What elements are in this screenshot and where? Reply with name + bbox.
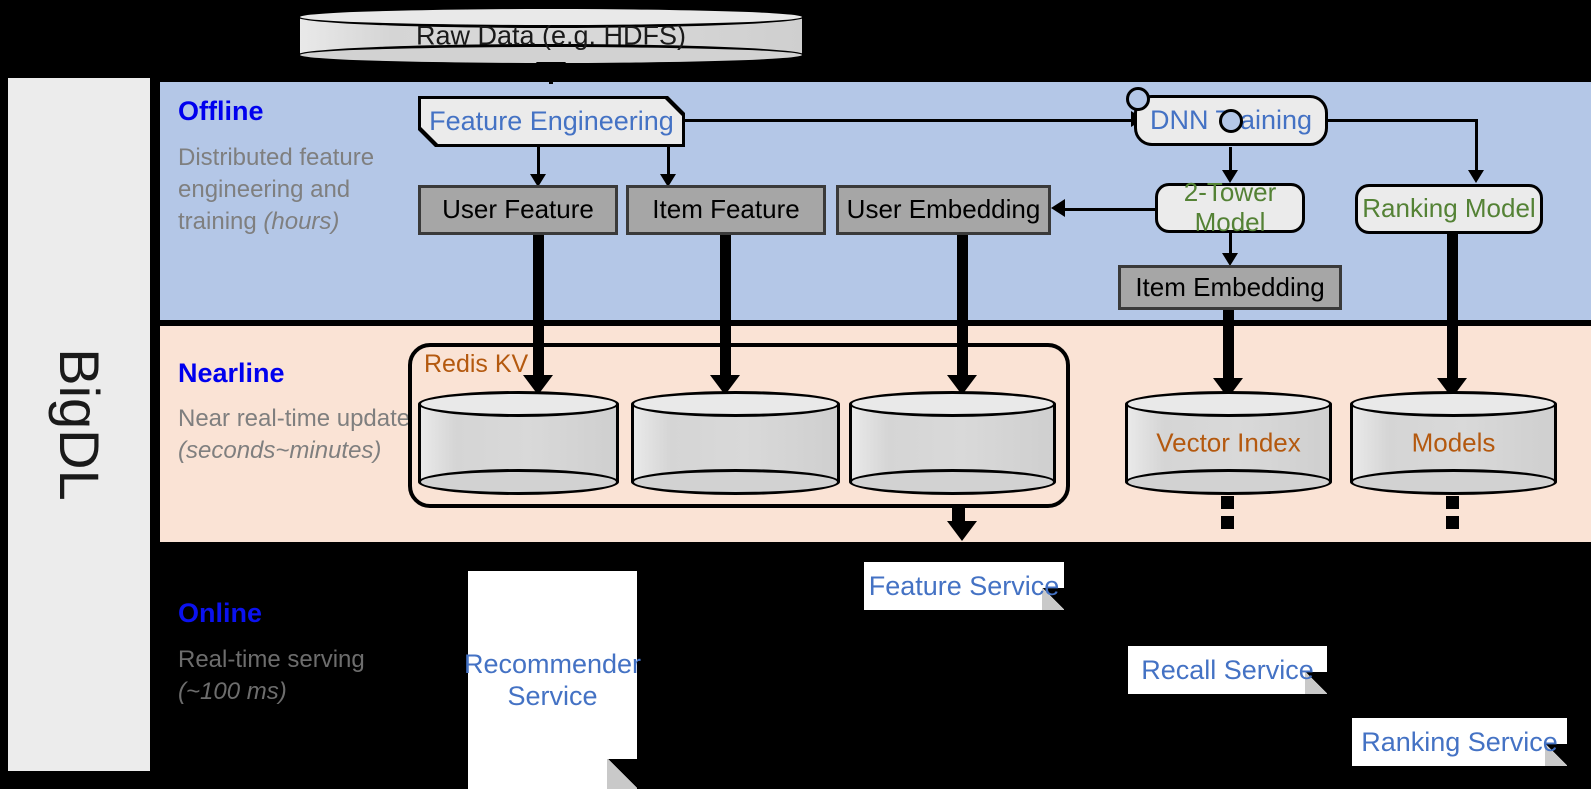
cylinder-top [849,391,1056,417]
nearline-caption-em: (seconds~minutes) [178,436,382,464]
cylinder-bottom [1125,469,1332,495]
item-embedding-label: Item Embedding [1135,271,1325,302]
connector-dnn-2tower [1229,147,1232,173]
arrow-dnn-2tower [1222,170,1238,183]
redis-cylinder-item-feature[interactable] [631,391,840,495]
dnn-training-label: DNN Training [1149,105,1313,136]
offline-caption-l3: engineering and [178,175,351,203]
offline-caption-em: (hours) [263,207,340,235]
user-embedding-label: User Embedding [846,194,1041,225]
redis-kv-label: Redis KV [424,350,529,378]
item-embedding-node[interactable]: Item Embedding [1118,265,1342,310]
two-tower-model-label: 2-Tower Model [1183,177,1277,237]
recall-service-label: Recall Service [1141,654,1314,685]
pipe-itemfeature-redis [720,235,731,383]
feature-service-node[interactable]: Feature Service [864,562,1064,610]
online-title: Online [178,598,263,628]
cylinder-top [1350,391,1557,417]
connector-dnn-ranking-v [1475,119,1478,174]
dnn-training-node[interactable]: DNN Training [1126,87,1328,146]
redis-kv-group [408,343,1070,508]
online-caption: Real-time serving (~100 ms) [178,644,413,708]
cylinder-top [297,6,805,28]
vector-index-label: Vector Index [1156,427,1301,458]
feature-service-label: Feature Service [868,570,1060,601]
arrow-2tower-userembedding [1051,199,1065,217]
online-caption-l1: Real-time [178,646,281,673]
models-label: Models [1411,427,1496,458]
connector-fe-itemfeature [667,147,670,179]
arrow-itemfeature-redis [710,375,740,395]
models-cylinder[interactable]: Models [1350,391,1557,495]
raw-data-label: Raw Data (e.g. HDFS) [415,20,687,51]
redis-cylinder-user-feature[interactable] [418,391,619,495]
item-feature-label: Item Feature [652,194,800,225]
recommender-service-label-l1: Recommender [463,648,642,679]
ranking-model-node[interactable]: Ranking Model [1355,184,1543,234]
dash-vectorindex-2 [1221,516,1234,529]
page-fold-icon [1305,672,1327,694]
bigdl-sidebar: BigDL [8,78,150,771]
cylinder-bottom [418,469,619,495]
offline-caption-l2: feature [299,144,375,171]
ranking-model-label: Ranking Model [1362,193,1536,224]
page-fold-icon [1042,588,1064,610]
arrow-fe-itemfeature [660,174,676,187]
connector-2tower-userembedding [1063,208,1156,211]
arrow-userembedding-redis [947,375,977,395]
item-feature-node[interactable]: Item Feature [626,185,826,235]
offline-caption-l1: Distributed [178,144,293,171]
feature-engineering-label: Feature Engineering [429,106,674,137]
ranking-service-label: Ranking Service [1361,726,1558,757]
nearline-caption-l1: Near real-time [178,405,331,432]
nearline-caption-l2: update [336,405,411,432]
arrow-rawdata-fe [536,62,566,82]
arrow-2tower-itememb [1222,253,1238,266]
nearline-title: Nearline [178,358,285,388]
arrow-dnn-ranking [1468,170,1484,183]
arrow-userfeature-redis [523,375,553,395]
cylinder-bottom [849,469,1056,495]
vector-index-cylinder[interactable]: Vector Index [1125,391,1332,495]
cylinder-bottom [631,469,840,495]
user-embedding-node[interactable]: User Embedding [836,185,1051,235]
online-caption-l2: serving [287,646,365,673]
cylinder-top [418,391,619,417]
page-fold-icon [607,759,637,789]
connector-2tower-itememb [1229,233,1232,258]
pipe-rankingmodel-models [1447,234,1458,386]
dash-models-2 [1446,516,1459,529]
raw-data-cylinder: Raw Data (e.g. HDFS) [297,6,805,66]
user-feature-node[interactable]: User Feature [418,185,618,235]
nearline-caption: Near real-time update (seconds~minutes) [178,403,423,467]
arrow-redis-featureservice [947,521,977,541]
pipe-userembedding-redis [957,235,968,383]
pipe-itememb-vectorindex [1223,310,1234,386]
recommender-service-node[interactable]: Recommender Service [464,571,641,789]
dash-redis-featureservice [952,508,965,521]
connector-fe-dnn [685,119,1137,122]
bigdl-label: BigDL [47,348,111,501]
pipe-userfeature-redis [533,235,544,383]
offline-title: Offline [178,96,264,126]
recall-service-node[interactable]: Recall Service [1128,646,1327,694]
user-feature-label: User Feature [442,194,594,225]
feature-engineering-node[interactable]: Feature Engineering [421,99,682,144]
cylinder-bottom [1350,469,1557,495]
recommender-service-label-l2: Service [507,681,598,711]
cylinder-top [631,391,840,417]
online-caption-em: (~100 ms) [178,677,287,705]
connector-fe-userfeature [537,147,540,179]
ranking-service-node[interactable]: Ranking Service [1352,718,1567,766]
offline-caption-l4: training [178,207,264,235]
two-tower-model-node[interactable]: 2-Tower Model [1155,177,1305,237]
dash-models-1 [1446,496,1459,509]
arrow-fe-userfeature [530,174,546,187]
dash-vectorindex-1 [1221,496,1234,509]
connector-dnn-ranking-h [1328,119,1478,122]
cylinder-top [1125,391,1332,417]
offline-caption: Distributed feature engineering and trai… [178,142,413,238]
redis-cylinder-user-embedding[interactable] [849,391,1056,495]
page-fold-icon [1545,744,1567,766]
